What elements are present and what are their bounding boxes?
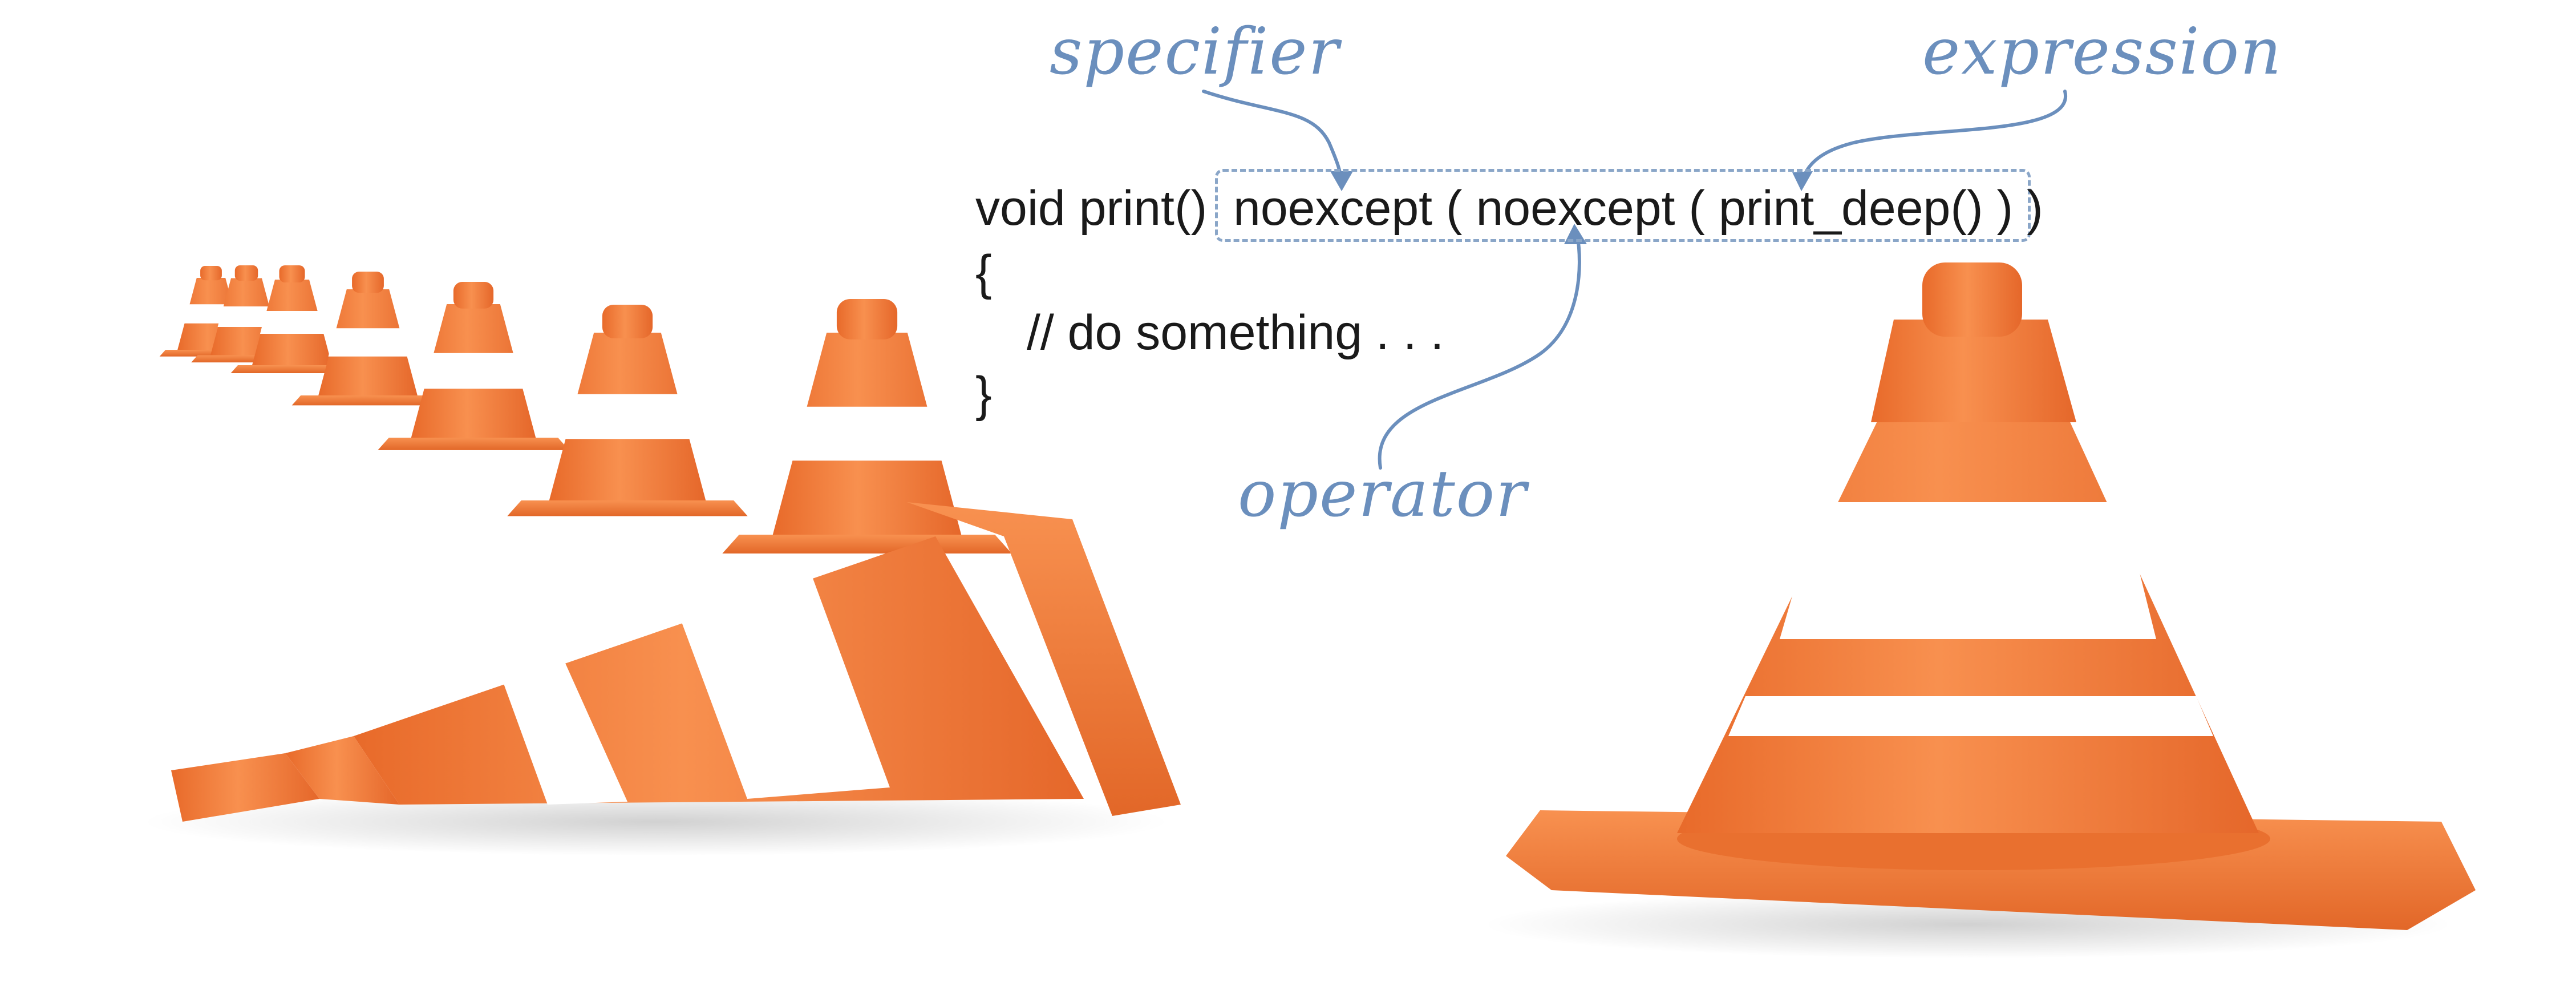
annotation-specifier: specifier — [1050, 15, 1340, 89]
small-cone-icon — [507, 305, 748, 516]
small-cone-icon — [230, 265, 354, 373]
code-line-signature-specifier: noexcept ( noexcept ( print_deep() ) ) — [1233, 181, 2043, 236]
code-line-comment: // do something . . . — [1027, 305, 1444, 360]
code-line-signature-prefix: void print() — [975, 181, 1208, 236]
annotation-operator: operator — [1238, 457, 1528, 531]
annotation-expression: expression — [1922, 15, 2283, 89]
code-line-open-brace: { — [975, 245, 992, 300]
cone-row — [159, 265, 1012, 554]
operator-arrow — [1378, 232, 1581, 470]
annotation-arrows — [1202, 90, 2068, 470]
small-cone-icon — [291, 272, 444, 406]
specifier-highlight-box — [1215, 169, 2031, 242]
small-cone-icon — [722, 299, 1012, 554]
large-cone-icon — [1483, 262, 2476, 959]
expression-arrowhead-icon — [1792, 171, 1813, 191]
code-line-close-brace: } — [975, 367, 992, 422]
specifier-arrow — [1202, 90, 1343, 184]
small-cone-icon — [378, 282, 569, 450]
fallen-cone-icon — [143, 502, 1181, 856]
expression-arrow — [1801, 90, 2068, 184]
specifier-arrowhead-icon — [1330, 171, 1353, 191]
